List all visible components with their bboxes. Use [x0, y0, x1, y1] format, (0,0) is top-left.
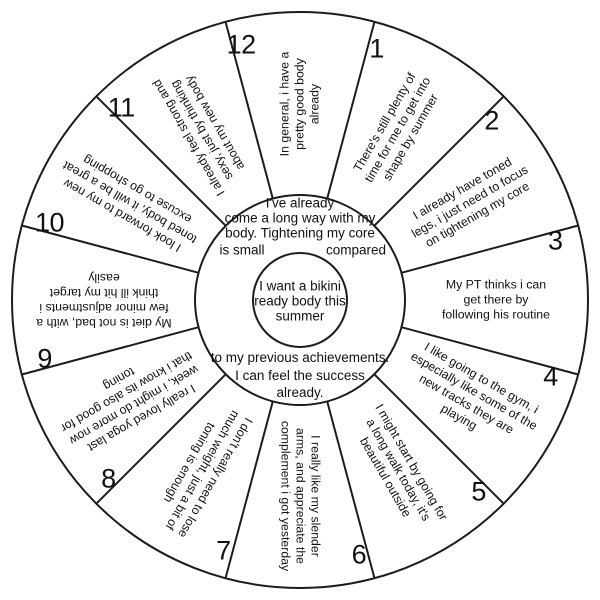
- segment-number-8: 8: [101, 463, 116, 494]
- segment-number-2: 2: [484, 105, 499, 136]
- segment-text-6: I really like my slender arms, and appre…: [278, 420, 323, 572]
- segment-divider-line: [401, 224, 579, 274]
- segment-divider-line: [95, 95, 227, 227]
- segment-number-9: 9: [37, 343, 52, 374]
- inner-ring-text-bottom: to my previous achievements. I can feel …: [210, 349, 390, 400]
- segment-divider-line: [224, 401, 274, 579]
- segment-number-5: 5: [471, 476, 486, 507]
- inner-circle: [194, 194, 406, 406]
- segment-divider-line: [95, 373, 227, 505]
- segment-number-12: 12: [226, 29, 257, 60]
- segment-divider-line: [326, 21, 376, 199]
- center-statement: I want a bikini ready body this summer: [254, 278, 346, 324]
- segment-number-11: 11: [107, 92, 136, 123]
- inner-ring-text-top: I've already come a long way with my bod…: [224, 195, 376, 241]
- outer-circle: [11, 11, 589, 589]
- segment-number-4: 4: [543, 361, 558, 392]
- segment-number-10: 10: [34, 207, 65, 238]
- segment-divider-line: [326, 401, 376, 579]
- segment-text-12: In general, i have a pretty good body al…: [277, 51, 322, 157]
- segment-number-7: 7: [216, 535, 231, 565]
- segment-divider-line: [373, 373, 505, 505]
- segment-divider-line: [224, 21, 274, 199]
- inner-ring-text-left: is small: [219, 242, 265, 258]
- segment-number-6: 6: [351, 539, 367, 570]
- center-circle: [252, 252, 348, 348]
- segment-divider-line: [21, 326, 199, 376]
- segment-divider-line: [401, 326, 579, 376]
- segment-divider-line: [21, 224, 199, 274]
- segment-divider-line: [373, 95, 505, 227]
- segment-number-3: 3: [548, 225, 563, 256]
- segment-text-9: My diet is not bad, with a few minor adj…: [36, 271, 172, 330]
- inner-ring-text-right: compared: [325, 242, 387, 258]
- segment-number-1: 1: [369, 33, 384, 64]
- segment-text-3: My PT thinks i can get there by followin…: [441, 277, 550, 322]
